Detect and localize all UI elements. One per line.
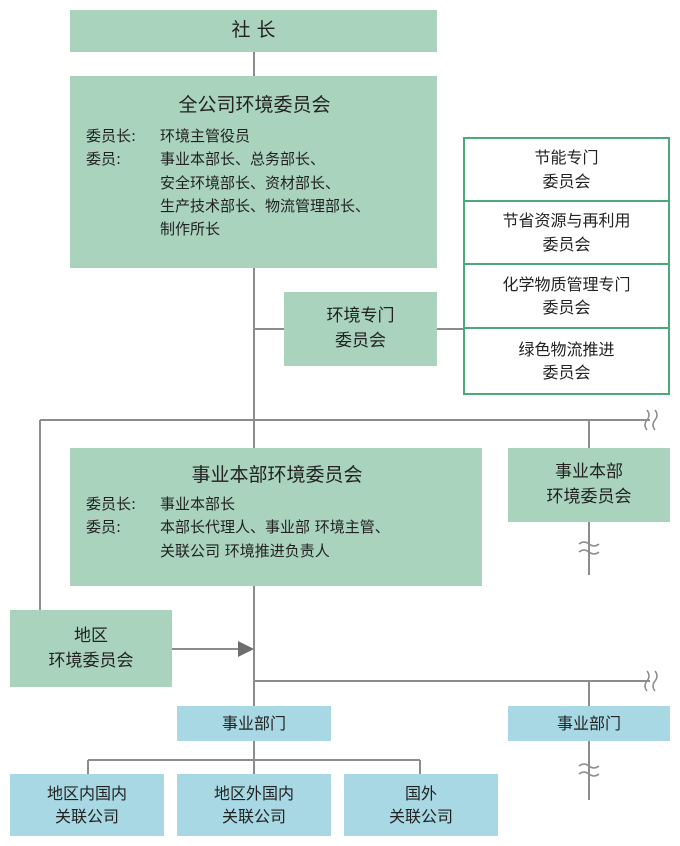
president-box: 社 长	[70, 10, 437, 52]
business-dept-right-label: 事业部门	[556, 713, 621, 733]
president-label: 社 长	[231, 19, 276, 42]
affiliate-line: 关联公司	[54, 807, 119, 826]
special-committee-resources: 节省资源与再利用 委员会	[465, 202, 668, 265]
regional-line: 地区	[74, 625, 108, 646]
affiliate-regional-domestic-box: 地区内国内 关联公司	[10, 774, 164, 836]
division-committee-title: 事业本部环境委员会	[191, 464, 363, 486]
env-special-line: 委员会	[335, 331, 386, 351]
member-line: 安全环境部长、资材部长、	[160, 173, 341, 192]
division-committee-box: 事业本部环境委员会 委员长: 事业本部长 委员: 本部长代理人、事业部 环境主管…	[70, 448, 482, 586]
division-committee-small-box: 事业本部 环境委员会	[508, 448, 670, 522]
division-members-row: 委员: 本部长代理人、事业部 环境主管、 关联公司 环境推进负责人	[86, 516, 468, 563]
env-special-line: 环境专门	[326, 306, 395, 327]
chair-label: 委员长:	[86, 127, 137, 145]
business-dept-right-box: 事业部门	[508, 706, 670, 741]
special-committee-line: 节省资源与再利用	[502, 211, 631, 231]
affiliate-line: 地区内国内	[46, 783, 127, 803]
special-committee-line: 委员会	[542, 298, 591, 317]
member-line: 关联公司 环境推进负责人	[160, 541, 330, 560]
company-committee-box: 全公司环境委员会 委员长: 环境主管役员 委员: 事业本部长、总务部长、 安全环…	[70, 76, 437, 268]
special-committee-line: 绿色物流推进	[518, 339, 615, 359]
members-label: 委员:	[86, 518, 122, 537]
business-dept-label: 事业部门	[221, 713, 286, 733]
company-committee-title: 全公司环境委员会	[178, 94, 331, 116]
special-committee-line: 委员会	[542, 234, 591, 254]
members-list: 本部长代理人、事业部 环境主管、 关联公司 环境推进负责人	[160, 516, 468, 563]
affiliate-line: 关联公司	[388, 807, 453, 826]
special-committee-line: 委员会	[542, 171, 591, 191]
affiliate-outside-domestic-box: 地区外国内 关联公司	[177, 774, 331, 836]
business-dept-box: 事业部门	[177, 706, 331, 741]
special-committees-stack: 节能专门 委员会 节省资源与再利用 委员会 化学物质管理专门 委员会 绿色物流推…	[463, 137, 670, 395]
special-committee-energy: 节能专门 委员会	[465, 139, 668, 202]
special-committee-logistics: 绿色物流推进 委员会	[465, 329, 668, 393]
affiliate-line: 关联公司	[221, 807, 286, 826]
division-small-line: 事业本部	[555, 462, 623, 483]
member-line: 本部长代理人、事业部 环境主管、	[160, 518, 390, 537]
affiliate-line: 国外	[404, 783, 437, 803]
member-line: 制作所长	[160, 220, 221, 238]
chair-value: 事业本部长	[160, 495, 236, 513]
affiliate-overseas-box: 国外 关联公司	[344, 774, 498, 836]
member-line: 生产技术部长、物流管理部长、	[160, 196, 371, 215]
special-committee-line: 节能专门	[534, 148, 599, 168]
members-label: 委员:	[86, 150, 122, 169]
special-committee-chemicals: 化学物质管理专门 委员会	[465, 265, 668, 329]
division-chair-row: 委员长: 事业本部长	[86, 493, 468, 516]
chair-value: 环境主管役员	[160, 127, 251, 145]
member-line: 事业本部长、总务部长、	[160, 150, 326, 169]
members-list: 事业本部长、总务部长、 安全环境部长、资材部长、 生产技术部长、物流管理部长、 …	[160, 148, 423, 241]
division-small-line: 环境委员会	[546, 487, 632, 507]
env-special-committee-box: 环境专门 委员会	[284, 292, 437, 366]
company-members-row: 委员: 事业本部长、总务部长、 安全环境部长、资材部长、 生产技术部长、物流管理…	[86, 148, 423, 241]
regional-committee-box: 地区 环境委员会	[10, 610, 172, 687]
chair-label: 委员长:	[86, 495, 137, 513]
affiliate-line: 地区外国内	[213, 783, 294, 803]
special-committee-line: 化学物质管理专门	[502, 274, 631, 294]
company-chair-row: 委员长: 环境主管役员	[86, 125, 423, 148]
regional-line: 环境委员会	[48, 650, 134, 671]
special-committee-line: 委员会	[542, 363, 591, 382]
